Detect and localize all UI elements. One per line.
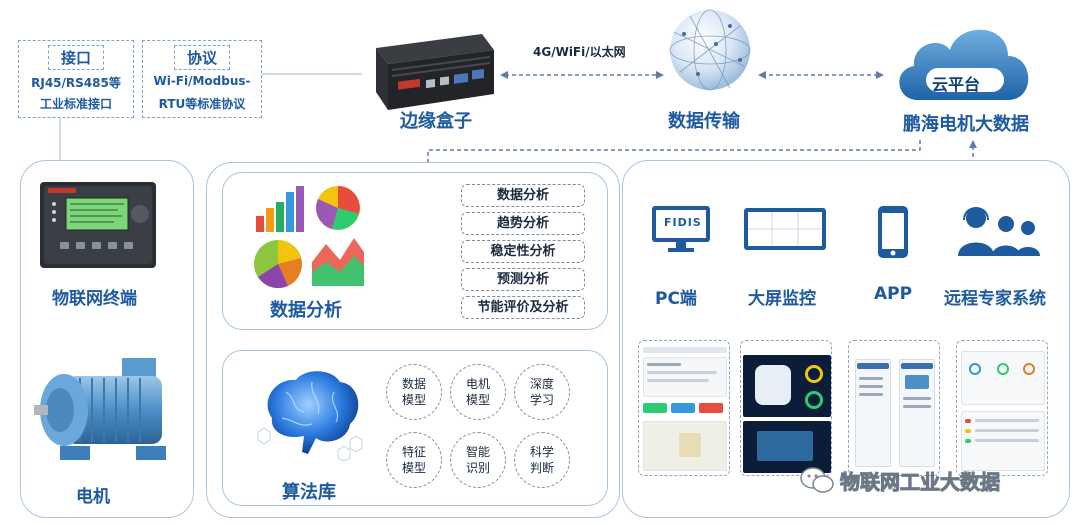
transmission-label: 数据传输 — [668, 111, 740, 132]
pc-label: PC端 — [655, 289, 697, 309]
monitor-icon — [652, 206, 710, 252]
cloud-inner-label: 云平台 — [932, 75, 981, 94]
pie-chart-icon-2 — [254, 240, 302, 289]
controller-icon — [40, 182, 156, 268]
algo-item-scientific-judgment: 科学 判断 — [514, 432, 570, 488]
algo-item-motor-model: 电机 模型 — [450, 364, 506, 420]
analysis-item-5: 节能评价及分析 — [461, 296, 585, 319]
large-screen-client — [742, 206, 828, 252]
algo-item-smart-recognition: 智能 识别 — [450, 432, 506, 488]
algo-item-data-model: 数据 模型 — [386, 364, 442, 420]
edge-box-label: 边缘盒子 — [400, 111, 472, 132]
area-chart-icon — [312, 238, 364, 286]
protocol-title: 协议 — [173, 45, 231, 70]
arrowhead-up-cloud — [969, 140, 977, 148]
data-analysis-label: 数据分析 — [270, 300, 342, 321]
app-screenshot-thumb — [848, 340, 940, 476]
analysis-charts-graphic — [250, 182, 368, 292]
interface-spec-box: 接口 RJ45/RS485等 工业标准接口 — [18, 40, 134, 118]
brain-icon — [257, 371, 363, 462]
protocol-line-2: RTU等标准协议 — [158, 97, 246, 111]
large-screen-screenshot-thumb — [740, 340, 832, 476]
algo-item-deep-learning: 深度 学习 — [514, 364, 570, 420]
globe-icon — [669, 9, 751, 91]
protocol-line-1: Wi-Fi/Modbus- — [153, 74, 251, 88]
large-screen-icon — [744, 208, 826, 250]
cloud-icon — [899, 29, 1029, 100]
pc-screenshot-thumb — [638, 340, 730, 476]
analysis-item-4: 预测分析 — [461, 268, 585, 291]
smartphone-icon — [878, 206, 908, 258]
arrowhead-right-2 — [876, 71, 884, 79]
interface-title: 接口 — [47, 45, 105, 70]
watermark-text: 物联网工业大数据 — [840, 469, 1001, 494]
interface-line-2: 工业标准接口 — [39, 97, 112, 111]
cloud-caption: 鹏海电机大数据 — [903, 114, 1029, 135]
network-label: 4G/WiFi/以太网 — [533, 45, 626, 59]
motor-label: 电机 — [76, 487, 110, 507]
bar-chart-icon — [256, 186, 304, 232]
pie-chart-icon-1 — [316, 186, 360, 230]
charts-icon — [254, 186, 364, 289]
terminal-label: 物联网终端 — [52, 289, 137, 309]
analysis-item-3: 稳定性分析 — [461, 240, 585, 263]
globe-graphic — [660, 4, 760, 100]
interface-line-1: RJ45/RS485等 — [31, 76, 121, 90]
cloud-to-analysis-line — [427, 140, 921, 172]
analysis-item-2: 趋势分析 — [461, 212, 585, 235]
expert-screenshot-thumb — [956, 340, 1048, 476]
app-client — [876, 204, 910, 260]
edge-box-icon — [376, 34, 494, 110]
brain-graphic — [252, 362, 370, 462]
iot-terminal-device — [38, 180, 158, 270]
pc-screen-text: FIDIS — [664, 216, 702, 229]
large-screen-label: 大屏监控 — [748, 289, 816, 309]
wechat-icon — [800, 467, 834, 493]
watermark: 物联网工业大数据 — [800, 460, 1050, 500]
motor-device — [30, 350, 180, 472]
arrowhead-right-1 — [656, 71, 664, 79]
support-agents-icon — [958, 207, 1040, 256]
arrowhead-left-1 — [500, 71, 508, 79]
expert-client — [950, 204, 1040, 260]
expert-label: 远程专家系统 — [944, 289, 1046, 309]
algorithm-label: 算法库 — [282, 482, 336, 503]
cloud-platform: 云平台 — [888, 8, 1038, 108]
arrowhead-left-2 — [758, 71, 766, 79]
algo-item-feature-model: 特征 模型 — [386, 432, 442, 488]
analysis-item-1: 数据分析 — [461, 184, 585, 207]
app-label: APP — [874, 284, 913, 304]
motor-icon — [34, 358, 166, 460]
edge-box-device — [362, 30, 496, 114]
protocol-spec-box: 协议 Wi-Fi/Modbus- RTU等标准协议 — [142, 40, 262, 118]
pc-client: FIDIS — [650, 204, 712, 254]
